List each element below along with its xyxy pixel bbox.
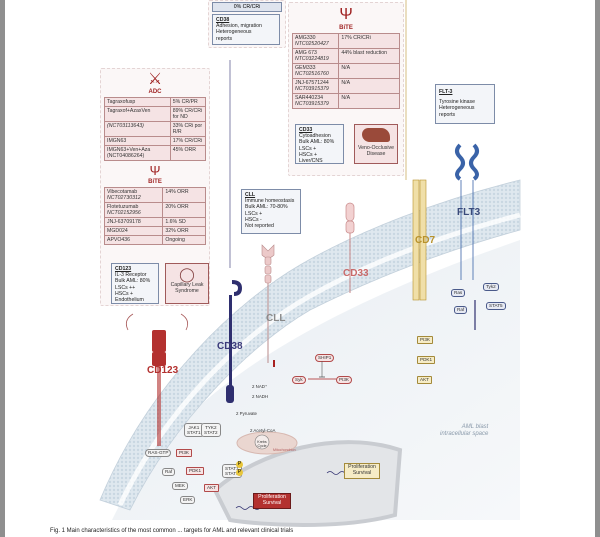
flt3-info-box: FLT-3 Tyrosine kinase Heterogeneous repo… — [435, 84, 495, 124]
cd33-bite-title: BiTE — [339, 25, 353, 31]
cll-receptor — [261, 244, 275, 367]
bite-antibody-icon: Ψ — [149, 163, 161, 178]
cd123-label: CD123 — [147, 365, 179, 376]
proliferation-survival-yellow: Proliferation Survival — [344, 463, 380, 479]
pi3k-mid-node: PI3K — [336, 376, 352, 384]
cll-info-box: CLL Immune homeostasis Bulk AML: 70-80% … — [241, 189, 301, 234]
ras-right-node: Ras — [451, 289, 466, 297]
akt-right-node: AKT — [417, 376, 432, 384]
adc-title: ADC — [148, 89, 162, 95]
cd38-panel: 0% CR/CRi CD38 Adhesion, migration Heter… — [208, 0, 286, 48]
raf-node: Raf — [162, 468, 176, 476]
cd7-label: CD7 — [415, 235, 436, 246]
syk-pi3k-arrows — [308, 361, 336, 380]
stat5-node: STAT5 — [486, 302, 506, 310]
proliferation-survival-red: Proliferation Survival — [253, 493, 291, 509]
window-frame-right — [595, 0, 600, 537]
tyk2-right-node: Tyk2 — [483, 283, 499, 291]
acetyl-coa-label: 2 Acetyl-CoA — [250, 428, 276, 433]
krebs-cycle-label: Krebs Cycle — [257, 440, 267, 448]
pi3k-left-node: PI3K — [176, 449, 192, 457]
capillary-icon: ◯ — [179, 266, 195, 282]
flt3-receptor — [455, 143, 479, 330]
cd38-result-cell: 0% CR/CRi — [212, 2, 282, 12]
adc-icon: ⚔ — [147, 71, 163, 88]
mitochondrion-label: Mitochondrion — [273, 448, 296, 452]
phospho-badge: P — [236, 461, 243, 468]
pyruvate-label: 2 Pyruvate — [236, 411, 257, 416]
cd33-receptor — [345, 202, 355, 293]
ship1-node: SHIP1 — [315, 354, 335, 362]
cll-label: CLL — [266, 313, 286, 324]
pdk1-right-node: PDK1 — [417, 356, 436, 364]
liver-icon — [362, 128, 390, 142]
erk-node: ERK — [180, 496, 196, 504]
nad-label: 2 NAD⁺ — [252, 384, 268, 389]
syk-node: Syk — [292, 376, 306, 384]
cd123-bite-title: BiTE — [148, 179, 162, 185]
cd33-info-box: CD33 Cytoadhesion Bulk AML: 80% LSCs + H… — [295, 124, 344, 164]
cd38-receptor — [226, 280, 243, 403]
veno-occlusive-box: Veno-Occlusive Disease — [354, 124, 398, 164]
table-row: IMGN63+Ven+Aza (NCT04086264)45% ORR — [104, 145, 207, 161]
intracellular-space-label: AML blast intracellular space — [440, 424, 489, 437]
nadh-label: 2 NADH — [252, 394, 269, 399]
raf-right-node: Raf — [454, 306, 468, 314]
cd38-info-box: CD38 Adhesion, migration Heterogeneous r… — [212, 14, 280, 45]
table-row: (NCT03113643)33% CRi por R/R — [104, 121, 207, 137]
cd123-receptor — [152, 330, 166, 446]
pdk1-left-node: PDK1 — [186, 467, 205, 475]
capillary-leak-box: ◯ Capillary Leak Syndrome — [165, 263, 209, 304]
phospho-badge: P — [236, 469, 243, 476]
window-frame-left — [0, 0, 5, 537]
flt3-label: FLT3 — [457, 207, 481, 218]
akt-left-node: AKT — [204, 484, 219, 492]
mek-node: MEK — [172, 482, 188, 490]
bite-antibody-icon: Ψ — [339, 6, 353, 23]
pi3k-right-node: PI3K — [417, 336, 433, 344]
cd33-label: CD33 — [343, 268, 369, 279]
cd123-info-box: CD123 IL-3 Receptor Bulk AML: 80% LSCs +… — [111, 263, 159, 304]
cd38-label: CD38 — [217, 341, 243, 352]
figure-caption: Fig. 1 Main characteristics of the most … — [50, 528, 294, 534]
cytoplasm — [112, 240, 520, 520]
cd7-receptor — [412, 179, 427, 301]
ras-gtp-node: RAS-GTP — [145, 449, 172, 457]
